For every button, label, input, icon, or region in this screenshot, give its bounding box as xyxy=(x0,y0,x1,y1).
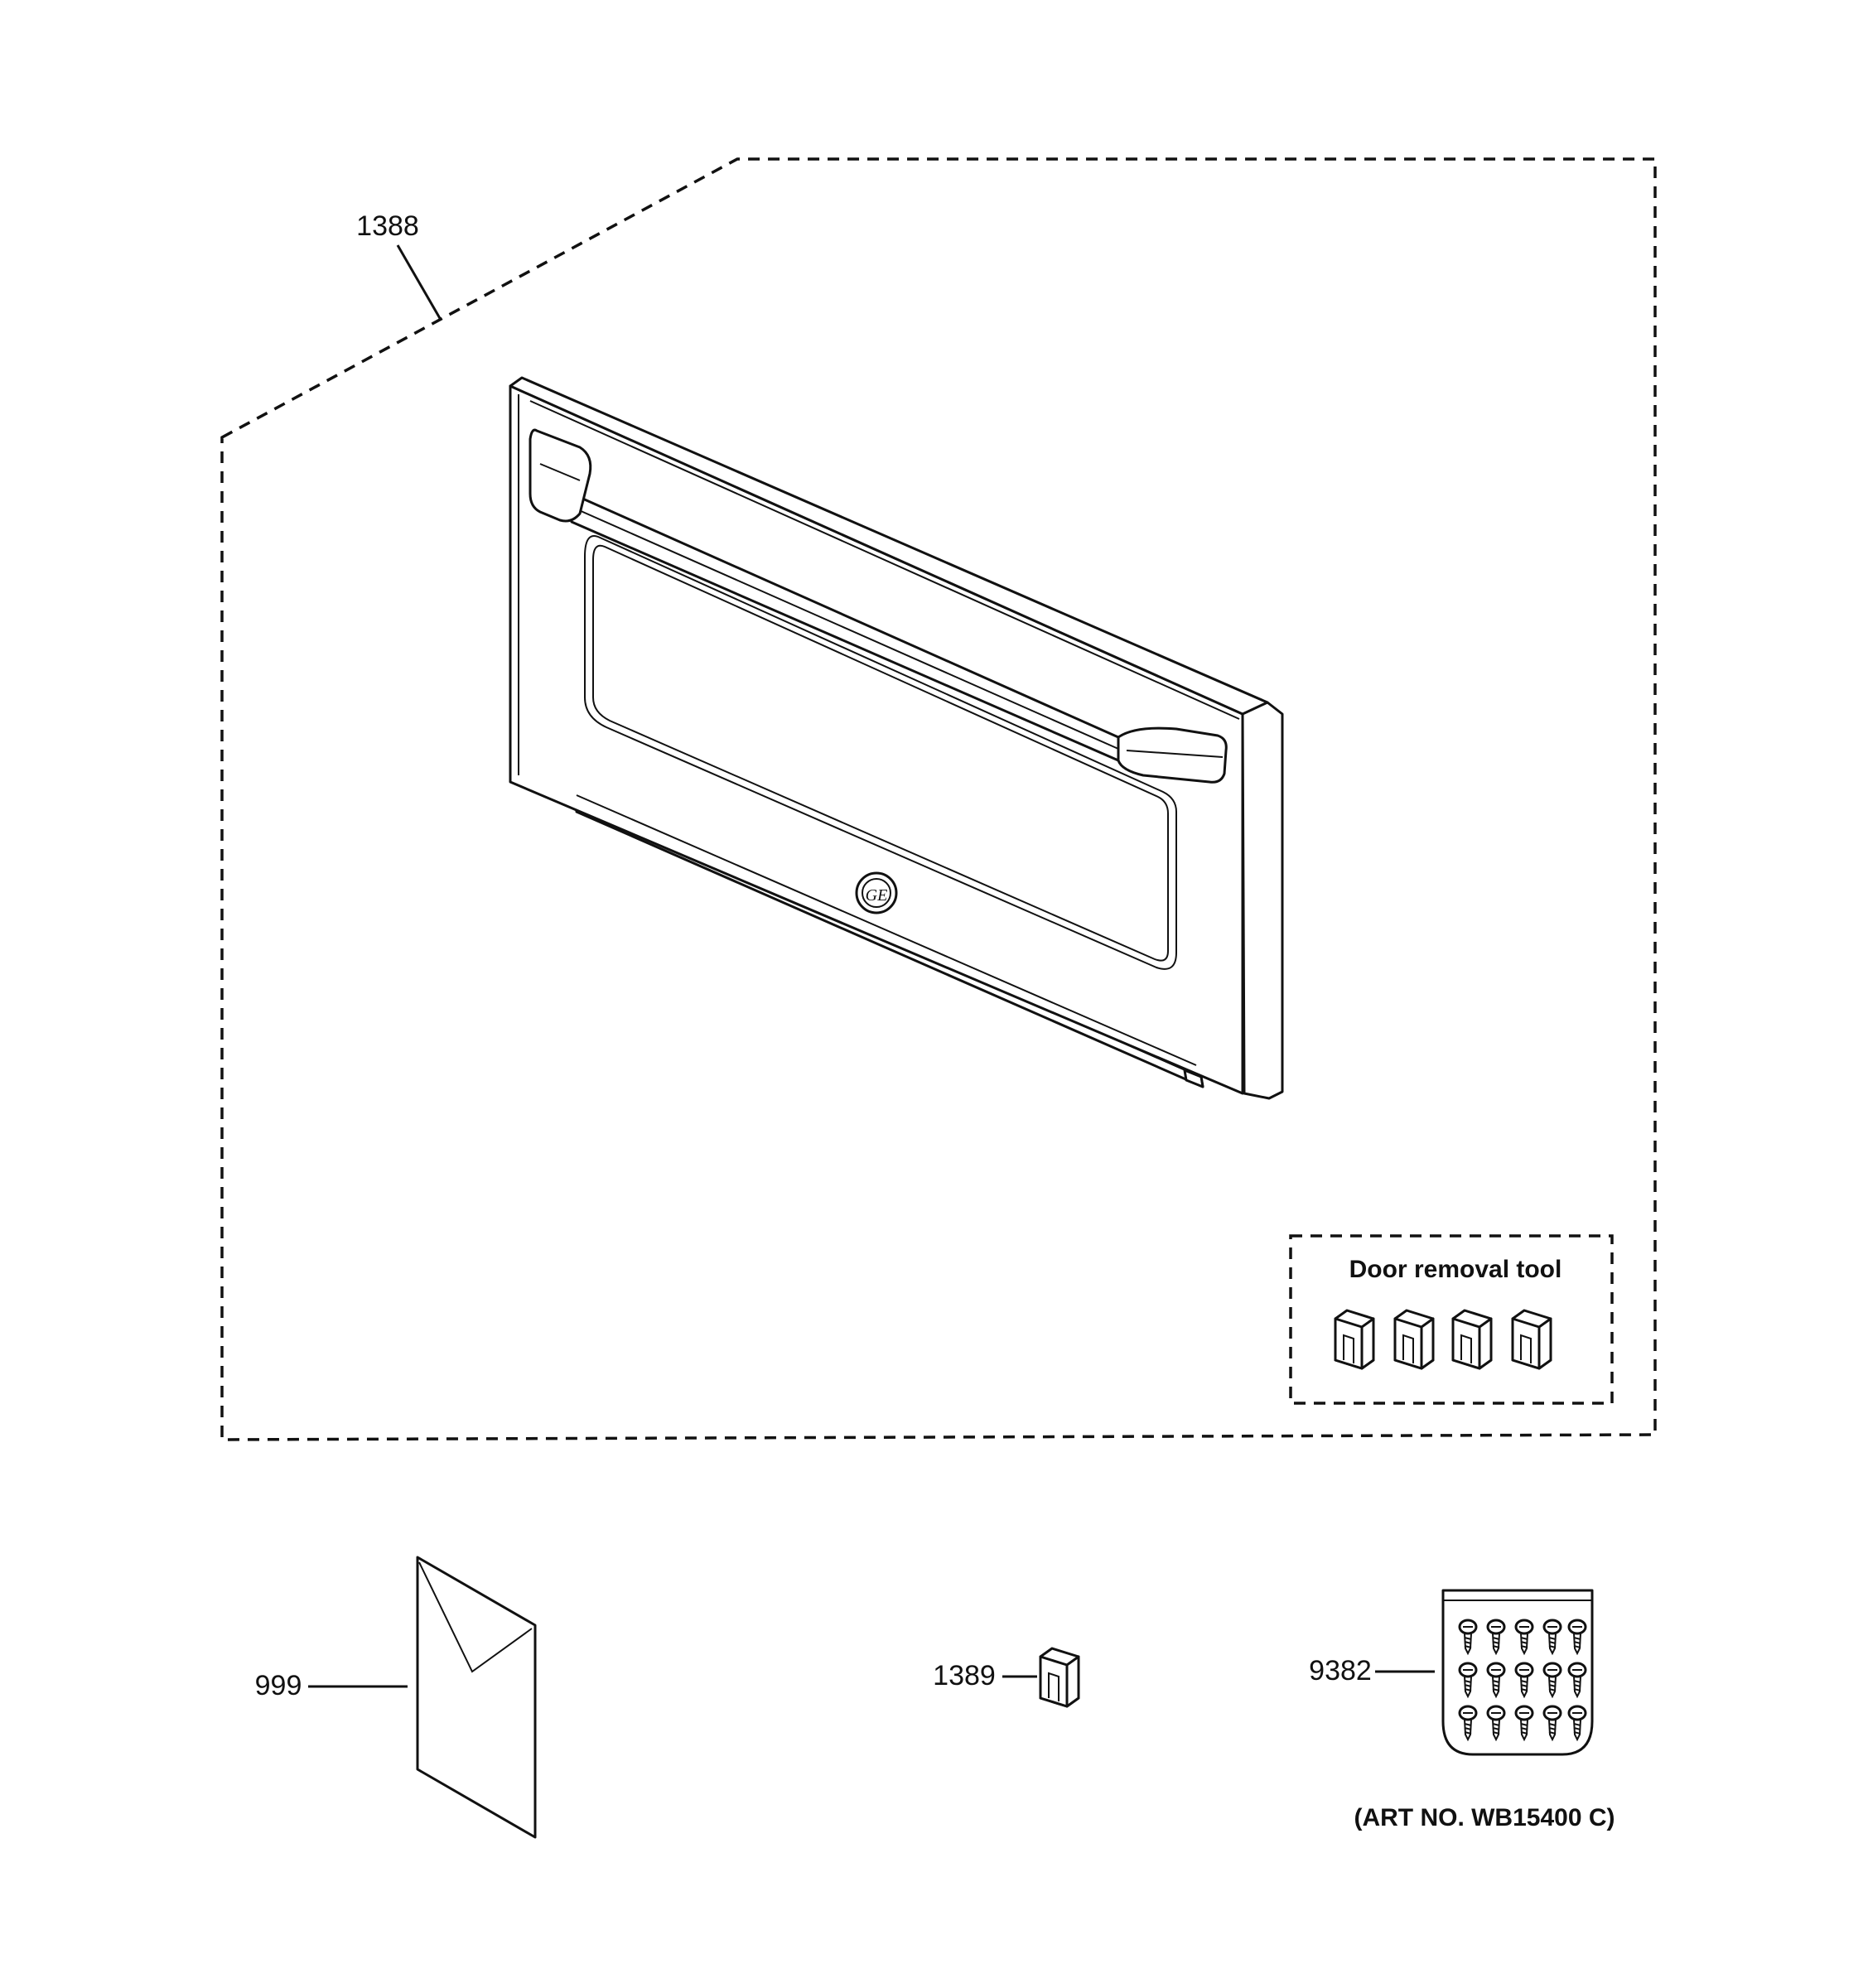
door-removal-tool-box xyxy=(1289,1234,1614,1405)
callout-999: 999 xyxy=(255,1670,302,1701)
screw-icon xyxy=(1567,1619,1587,1656)
u-clip-icon xyxy=(1039,1647,1080,1708)
literature-envelope-icon xyxy=(416,1556,537,1839)
screw-bag-icon xyxy=(1441,1589,1594,1756)
screw-icon xyxy=(1514,1705,1534,1742)
screw-icon xyxy=(1567,1705,1587,1742)
screw-icon xyxy=(1514,1619,1534,1656)
assembly-boundary xyxy=(220,157,1657,1441)
leader-1388 xyxy=(396,244,442,321)
screw-icon xyxy=(1542,1662,1562,1699)
screw-icon xyxy=(1458,1619,1478,1656)
screw-icon xyxy=(1486,1619,1506,1656)
door-removal-tool-label: Door removal tool xyxy=(1349,1256,1562,1283)
screw-icon xyxy=(1458,1705,1478,1742)
screw-icon xyxy=(1542,1705,1562,1742)
callout-1388: 1388 xyxy=(356,210,419,242)
oven-door-icon: GE xyxy=(509,376,1284,1100)
ge-logo-icon: GE xyxy=(855,871,898,914)
screw-icon xyxy=(1542,1619,1562,1656)
screw-icon xyxy=(1458,1662,1478,1699)
u-clip-icon xyxy=(1334,1309,1375,1370)
u-clip-icon xyxy=(1393,1309,1435,1370)
u-clip-icon xyxy=(1511,1309,1552,1370)
art-number: (ART NO. WB15400 C) xyxy=(1354,1804,1615,1831)
screw-icon xyxy=(1514,1662,1534,1699)
u-clip-icon xyxy=(1451,1309,1493,1370)
callout-1389: 1389 xyxy=(933,1660,996,1691)
callout-9382: 9382 xyxy=(1309,1655,1372,1686)
door-handle-icon xyxy=(529,428,1228,784)
screw-icon xyxy=(1567,1662,1587,1699)
screw-icon xyxy=(1486,1705,1506,1742)
svg-text:GE: GE xyxy=(866,886,888,905)
screw-icon xyxy=(1486,1662,1506,1699)
